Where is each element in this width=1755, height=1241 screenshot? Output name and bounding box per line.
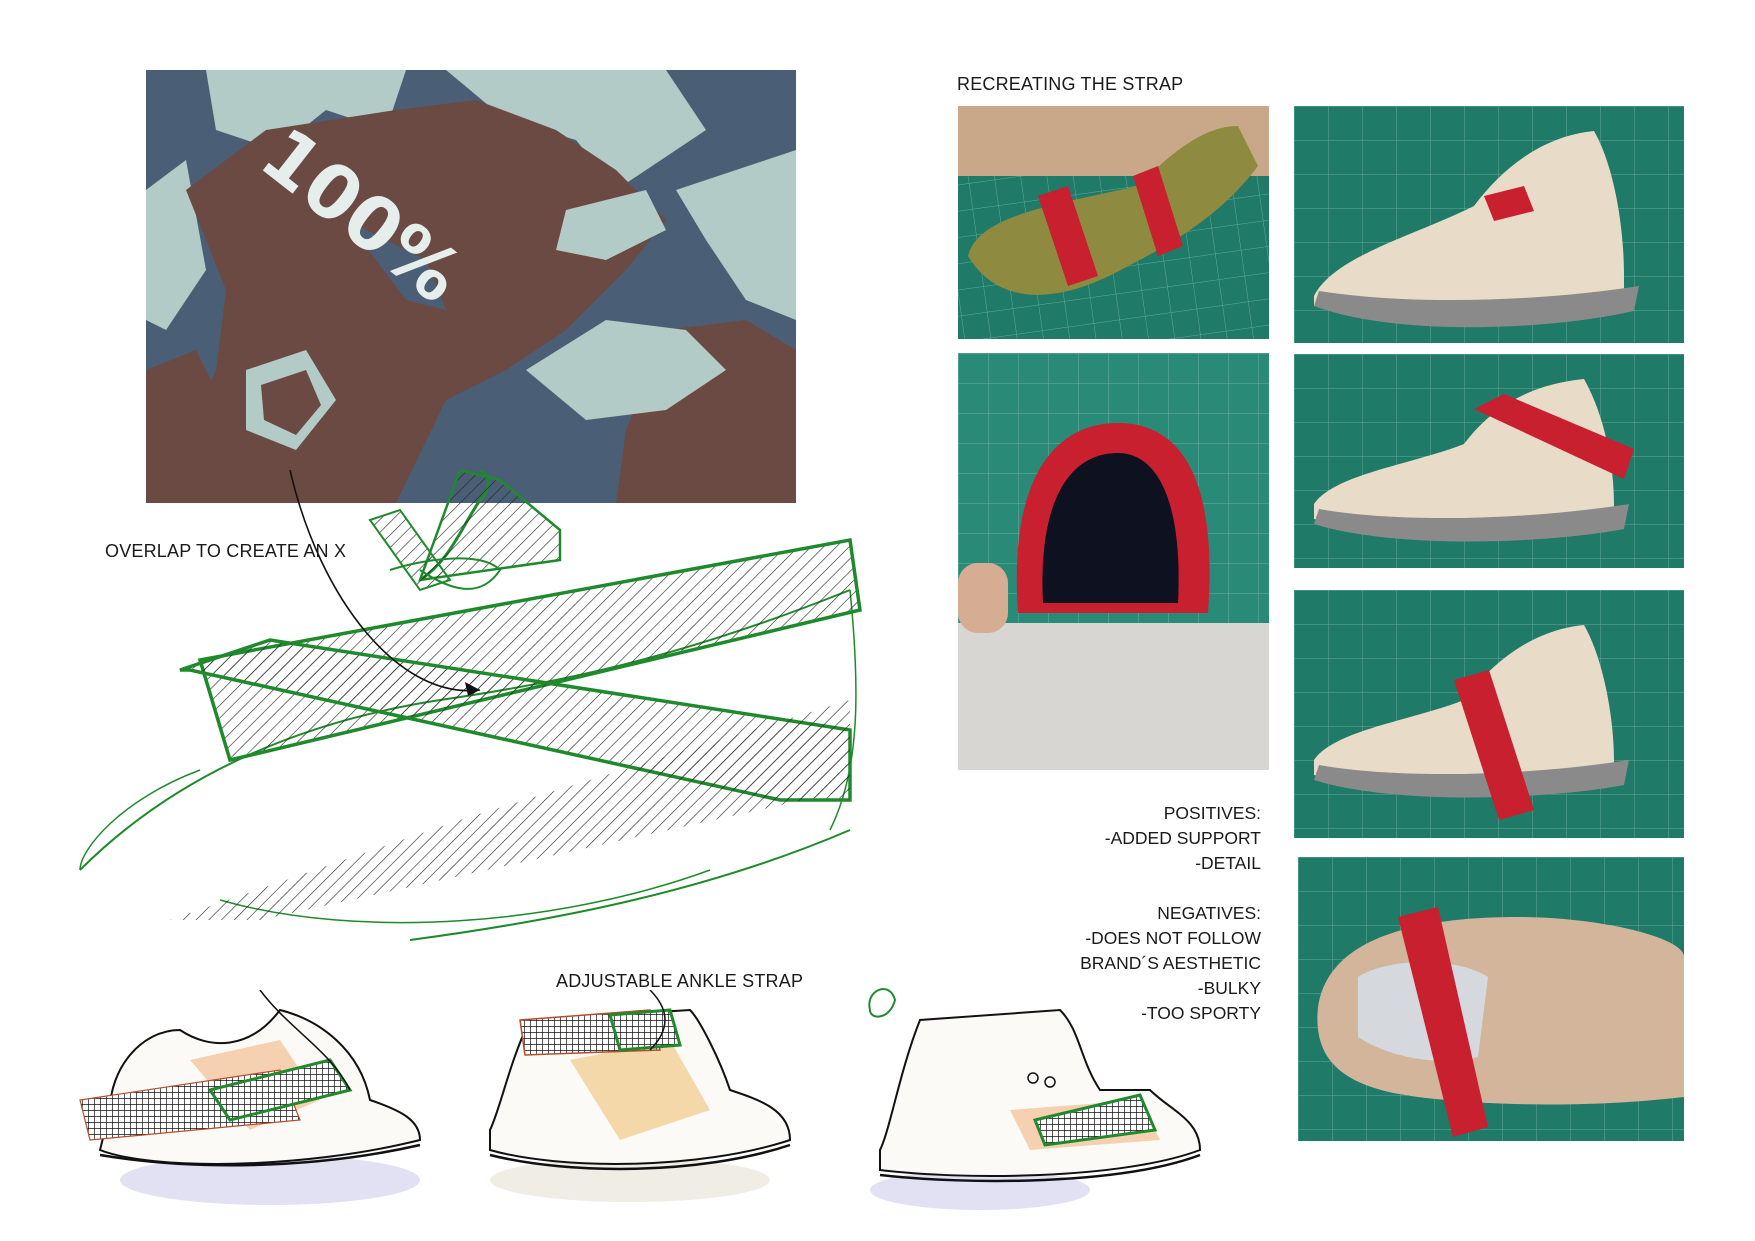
positives-item: -DETAIL [1195,853,1261,873]
overlap-annotation: OVERLAP TO CREATE AN X [105,541,347,561]
negatives-heading: NEGATIVES: [1157,903,1261,923]
negatives-item: -DOES NOT FOLLOW [1085,928,1261,948]
photo-strap-loop [958,353,1269,770]
positives-item: -ADDED SUPPORT [1104,828,1261,848]
positives-heading: POSITIVES: [1163,803,1261,823]
photo-shoe-strap-collar [1294,106,1684,343]
adjustable-strap-annotation: ADJUSTABLE ANKLE STRAP [556,971,804,991]
strap-overlap-sketch [60,470,910,950]
poster-artwork: 100% [146,70,796,503]
shoe-sketch-hightop [860,980,1220,1220]
negatives-item: BRAND´S AESTHETIC [1080,953,1261,973]
negatives-list: NEGATIVES: -DOES NOT FOLLOW BRAND´S AEST… [1080,901,1261,1026]
recreating-strap-heading: RECREATING THE STRAP [957,74,1184,94]
shoe-sketch-ankle-strap [470,990,810,1220]
photo-shoe-top-view [1298,857,1684,1141]
shoe-sketch-cross-strap [70,990,430,1220]
photo-shoe-strap-midfoot [1294,590,1684,838]
positives-list: POSITIVES: -ADDED SUPPORT -DETAIL [1105,801,1261,876]
negatives-item: -TOO SPORTY [1141,1003,1261,1023]
photo-shoe-strap-diagonal-upper [1294,354,1684,568]
negatives-item: -BULKY [1197,978,1261,998]
photo-last-with-strap [958,106,1269,339]
